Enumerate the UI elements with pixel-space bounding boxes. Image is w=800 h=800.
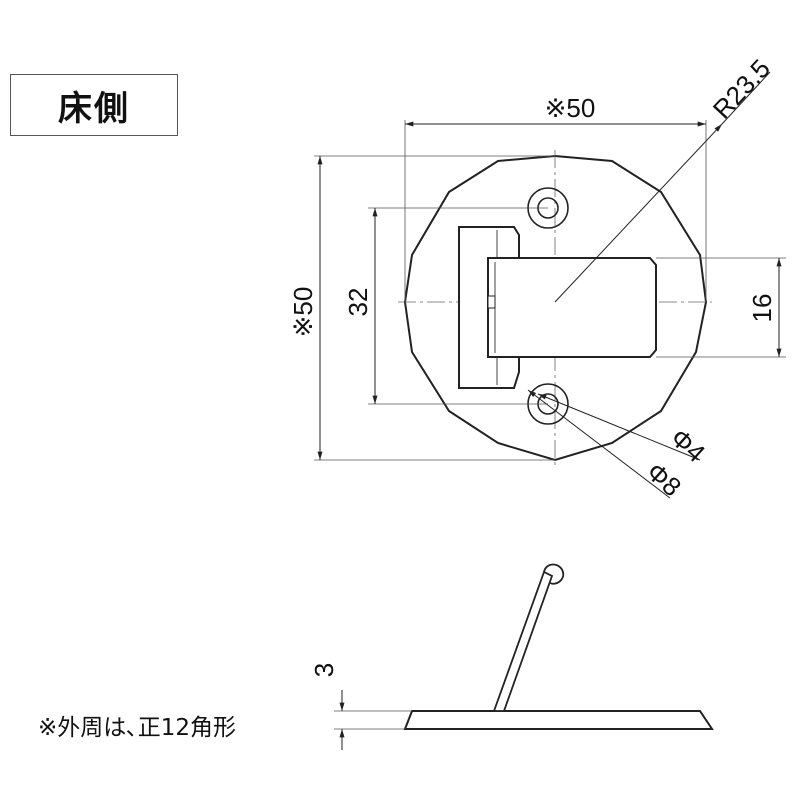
dim-text-radius: R23.5 [707,53,776,124]
dim-text-plate-width: 16 [747,294,777,323]
radius-leader [554,123,723,303]
footnote: ※外周は､正12角形 [38,715,237,741]
section-label: 床側 [10,74,178,136]
hinge-notch [487,295,496,309]
dim-text-height: ※50 [288,287,318,338]
side-arm-loop [543,563,565,585]
dim-text-hole-diameter: Φ4 [665,422,711,468]
side-arm [492,570,554,712]
side-base-plate [403,710,714,730]
hole-diameter-leader [537,393,701,461]
hinge-plate [487,257,657,358]
dim-text-boss-diameter: Φ8 [641,456,687,502]
dim-text-thickness: 3 [309,663,339,677]
plan-view: ※50 ※50 32 16 R23.5 Φ4 Φ8 [288,53,786,502]
boss-diameter-leader [527,389,671,499]
dim-text-width: ※50 [545,93,596,123]
section-label-text: 床側 [58,88,130,129]
dim-text-hole-pitch: 32 [343,288,373,317]
side-view: 3 [309,563,714,750]
